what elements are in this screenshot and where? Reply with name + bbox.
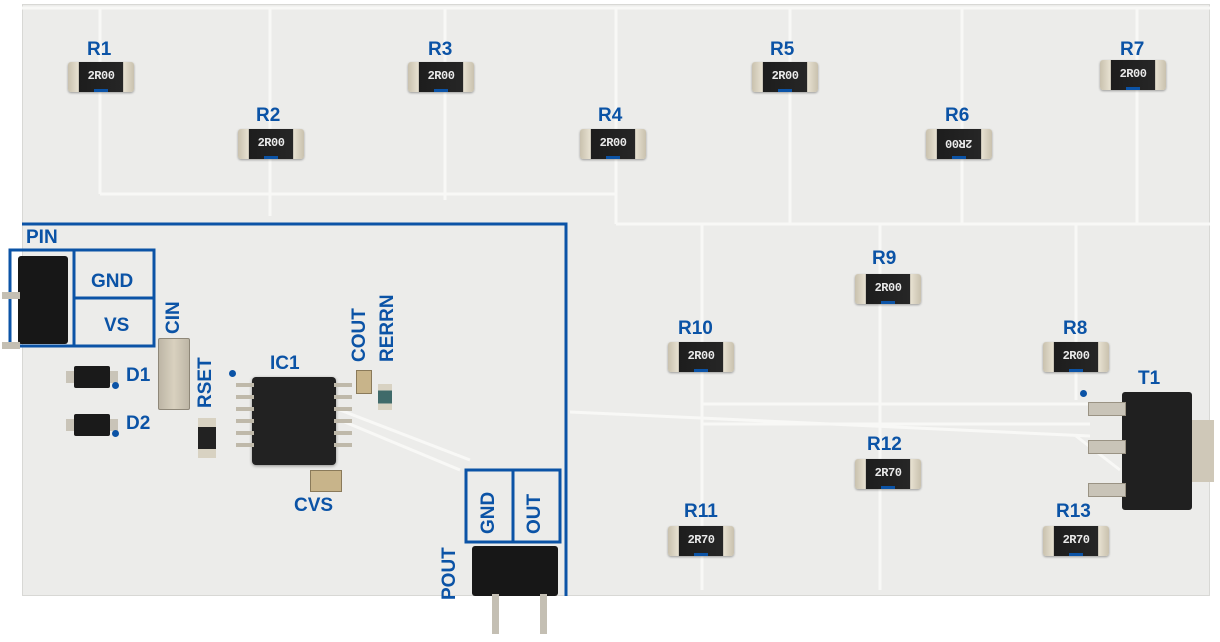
input-header-pin-bottom bbox=[2, 342, 20, 349]
r8-label: R8 bbox=[1063, 318, 1088, 339]
vs-label: VS bbox=[104, 315, 130, 336]
r5-label: R5 bbox=[770, 39, 795, 60]
r2-label: R2 bbox=[256, 105, 281, 126]
out-label: OUT bbox=[524, 493, 545, 534]
r9-label: R9 bbox=[872, 248, 897, 269]
t1-leg-1 bbox=[1088, 402, 1126, 416]
r12-code: 2R70 bbox=[874, 466, 902, 480]
rset-label: RSET bbox=[195, 357, 216, 408]
r3-label: R3 bbox=[428, 39, 453, 60]
r7-code: 2R00 bbox=[1119, 67, 1147, 81]
r10-code: 2R00 bbox=[687, 349, 715, 363]
cout-label: COUT bbox=[349, 308, 370, 362]
r5-code: 2R00 bbox=[771, 69, 799, 83]
pout-label: POUT bbox=[439, 547, 460, 600]
r3-code: 2R00 bbox=[427, 69, 455, 83]
r13-code: 2R70 bbox=[1062, 533, 1090, 547]
resistor-rerrn bbox=[378, 384, 392, 410]
resistor-r1: 2R00 bbox=[68, 62, 134, 92]
resistor-r4: 2R00 bbox=[580, 129, 646, 159]
transistor-t1 bbox=[1122, 392, 1192, 510]
resistor-rset bbox=[198, 418, 216, 458]
resistor-r2: 2R00 bbox=[238, 129, 304, 159]
t1-pin1-dot bbox=[1080, 390, 1087, 397]
output-header-pin-left bbox=[492, 594, 499, 634]
capacitor-cout bbox=[356, 370, 372, 394]
resistor-r6: 2R00 bbox=[926, 129, 992, 159]
resistor-r3: 2R00 bbox=[408, 62, 474, 92]
ic1-label: IC1 bbox=[270, 353, 300, 374]
r10-label: R10 bbox=[678, 318, 713, 339]
t1-label: T1 bbox=[1138, 368, 1161, 389]
r8-code: 2R00 bbox=[1062, 349, 1090, 363]
r6-code: 2R00 bbox=[945, 136, 973, 150]
t1-leg-3 bbox=[1088, 483, 1126, 497]
resistor-r10: 2R00 bbox=[668, 342, 734, 372]
cin-label: CIN bbox=[163, 301, 184, 334]
d1-label: D1 bbox=[126, 365, 151, 386]
pin-label: PIN bbox=[26, 227, 58, 248]
input-header bbox=[18, 256, 68, 344]
r1-code: 2R00 bbox=[87, 69, 115, 83]
input-header-pin-top bbox=[2, 292, 20, 299]
diode-d1 bbox=[66, 366, 118, 388]
resistor-r5: 2R00 bbox=[752, 62, 818, 92]
ic1-chip bbox=[252, 377, 336, 465]
r4-code: 2R00 bbox=[599, 136, 627, 150]
r13-label: R13 bbox=[1056, 501, 1091, 522]
rerrn-label: RERRN bbox=[377, 294, 398, 362]
output-header-pin-right bbox=[540, 594, 547, 634]
d2-polarity-dot bbox=[112, 430, 119, 437]
resistor-r7: 2R00 bbox=[1100, 60, 1166, 90]
gnd-label: GND bbox=[91, 271, 134, 292]
r9-code: 2R00 bbox=[874, 281, 902, 295]
gnd-out-label: GND bbox=[478, 491, 499, 534]
r7-label: R7 bbox=[1120, 39, 1145, 60]
resistor-r13: 2R70 bbox=[1043, 526, 1109, 556]
r1-label: R1 bbox=[87, 39, 112, 60]
r4-label: R4 bbox=[598, 105, 623, 126]
t1-leg-2 bbox=[1088, 440, 1126, 454]
t1-tab bbox=[1190, 420, 1214, 482]
r11-label: R11 bbox=[684, 501, 718, 522]
diode-d2 bbox=[66, 414, 118, 436]
d1-polarity-dot bbox=[112, 382, 119, 389]
cvs-label: CVS bbox=[294, 495, 334, 516]
resistor-r8: 2R00 bbox=[1043, 342, 1109, 372]
d2-label: D2 bbox=[126, 413, 151, 434]
resistor-r9: 2R00 bbox=[855, 274, 921, 304]
resistor-r12: 2R70 bbox=[855, 459, 921, 489]
r12-label: R12 bbox=[867, 434, 902, 455]
output-header bbox=[472, 546, 558, 596]
r2-code: 2R00 bbox=[257, 136, 285, 150]
resistor-r11: 2R70 bbox=[668, 526, 734, 556]
ic1-pin1-dot bbox=[229, 370, 236, 377]
capacitor-cvs bbox=[310, 470, 342, 492]
r6-label: R6 bbox=[945, 105, 970, 126]
capacitor-cin bbox=[158, 338, 190, 410]
r11-code: 2R70 bbox=[687, 533, 715, 547]
